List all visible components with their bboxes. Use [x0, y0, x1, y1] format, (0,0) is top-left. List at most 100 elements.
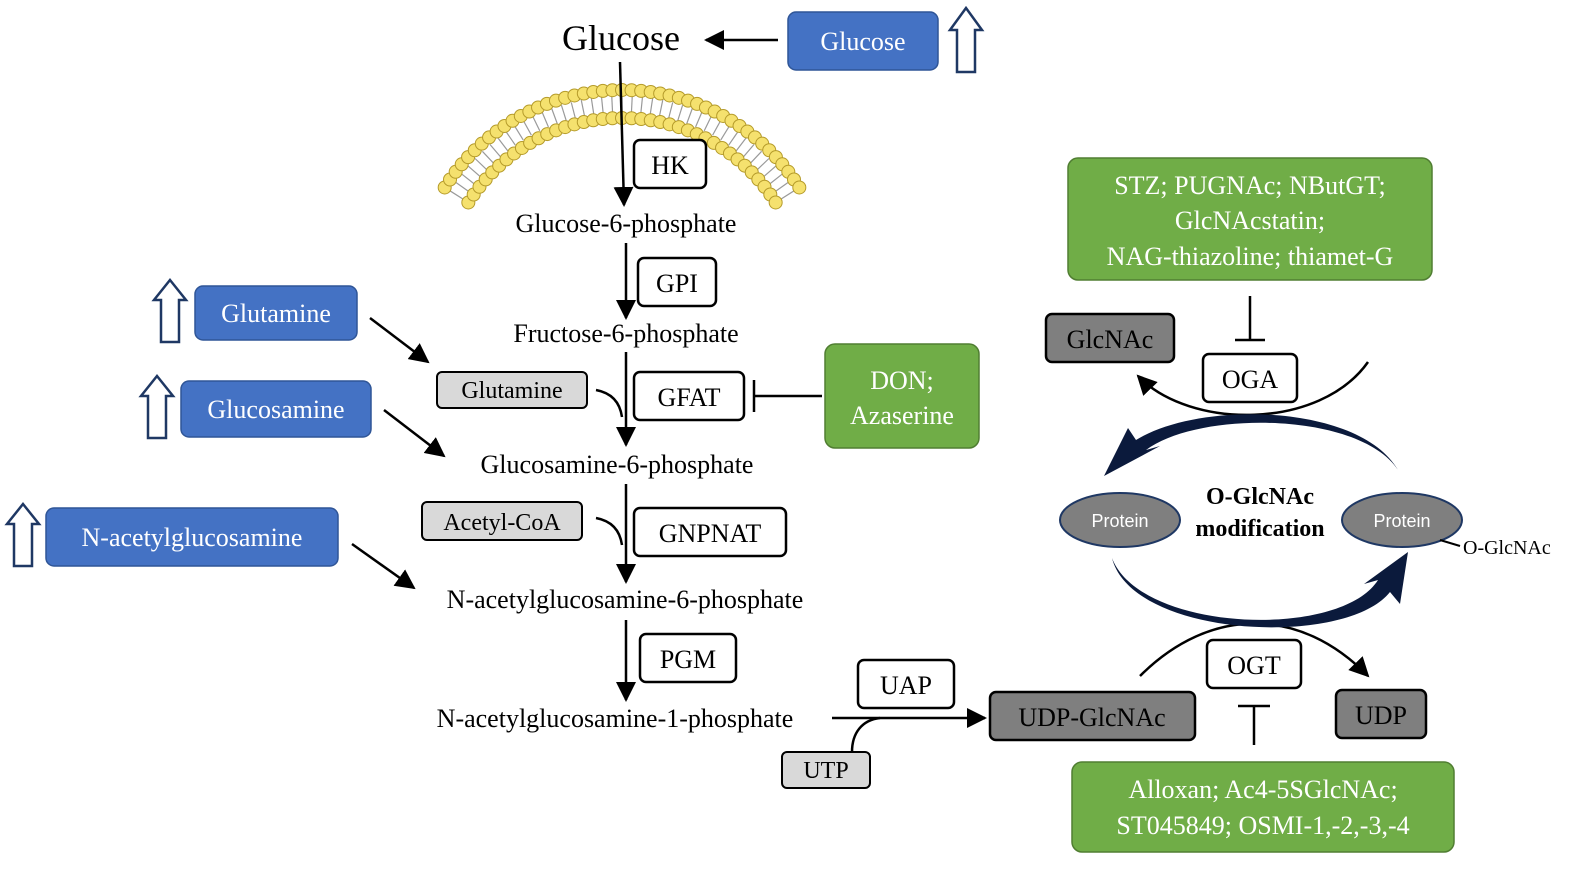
inhibitor-ogt: Alloxan; Ac4-5SGlcNAc; ST045849; OSMI-1,… — [1071, 761, 1455, 853]
enzyme-box — [632, 138, 708, 190]
substrate-glutamine: Glutamine — [436, 371, 588, 409]
substrate-label: Acetyl-CoA — [443, 510, 561, 536]
input-nacetylglucosamine: N-acetylglucosamine — [45, 507, 339, 567]
glutamine-join-curve — [595, 388, 624, 418]
substrate-acetyl-coa: Acetyl-CoA — [421, 501, 583, 541]
lipid-tail — [489, 144, 501, 158]
enzyme-box — [638, 632, 738, 684]
inhibitor-text-line: NAG-thiazoline; thiamet-G — [1107, 242, 1394, 271]
cell-membrane — [437, 83, 807, 210]
substrate-box — [421, 501, 583, 541]
product-box — [1334, 688, 1428, 740]
nag6p-label: N-acetylglucosamine-6-phosphate — [447, 585, 804, 614]
o-glcnac-tag: O-GlcNAc — [1463, 537, 1551, 559]
input-box — [45, 507, 339, 567]
lipid-tail — [640, 96, 644, 114]
enzyme-box — [632, 370, 746, 422]
input-label: N-acetylglucosamine — [82, 523, 303, 552]
inhibitor-text-line: DON; — [870, 366, 934, 395]
inhibitor-boxes: DON; Azaserine STZ; PUGNAc; NButGT; GlcN… — [824, 157, 1455, 853]
lipid-tail — [474, 158, 487, 171]
arrow-glutamine-input — [369, 317, 430, 364]
input-glucose: Glucose — [787, 11, 939, 71]
utp-join-curve — [850, 716, 881, 753]
lipid-tail — [505, 131, 516, 146]
input-label: Glutamine — [221, 299, 331, 328]
lipid-tail — [467, 165, 481, 178]
input-glutamine: Glutamine — [194, 285, 358, 341]
cycle-title-line1: O-GlcNAc — [1206, 484, 1314, 510]
product-box — [1044, 312, 1176, 364]
lipid-tail — [560, 105, 567, 121]
enzyme-label: UAP — [880, 671, 932, 700]
product-udp-glcnac: UDP-GlcNAc — [988, 690, 1197, 742]
lipid-tail — [750, 150, 763, 164]
enzyme-label: PGM — [660, 645, 716, 674]
metabolite-labels: Glucose Glucose-6-phosphate Fructose-6-p… — [437, 18, 804, 733]
lipid-tail — [658, 99, 664, 116]
f6p-label: Fructose-6-phosphate — [513, 319, 738, 348]
lipid-tail — [763, 165, 777, 178]
up-arrows — [4, 5, 985, 568]
product-label: GlcNAc — [1067, 325, 1154, 354]
lipid-head — [768, 195, 783, 210]
up-arrow-icon — [947, 5, 985, 74]
acetylcoa-join-curve — [595, 516, 624, 546]
lipid-tail — [775, 181, 789, 192]
inhibitor-box — [1067, 157, 1433, 281]
lipid-tail — [649, 98, 654, 115]
cycle-title-line2: modification — [1195, 516, 1324, 542]
cycle-arrow-top — [1104, 414, 1398, 476]
substrate-boxes: Glutamine Acetyl-CoA UTP — [421, 371, 871, 789]
cycle-arrow-bottom — [1112, 552, 1408, 628]
lipid-tail — [686, 108, 693, 124]
lipid-tail — [449, 190, 464, 200]
lipid-tail — [769, 173, 783, 185]
protein-right-node — [1341, 492, 1463, 548]
enzyme-label: GPI — [656, 269, 698, 298]
input-boxes: Glucose Glutamine Glucosamine N-acetylgl… — [45, 11, 939, 567]
input-box — [787, 11, 939, 71]
product-udp: UDP — [1334, 688, 1428, 740]
substrate-box — [436, 371, 588, 409]
up-arrow-icon — [138, 373, 176, 440]
input-label: Glucose — [820, 27, 905, 56]
inhibitor-text-line: GlcNAcstatin; — [1175, 206, 1325, 235]
lipid-tail — [712, 120, 721, 136]
inhibitor-box — [1071, 761, 1455, 853]
lipid-tail — [703, 116, 712, 132]
product-label: UDP-GlcNAc — [1018, 703, 1165, 732]
lipid-tail — [481, 150, 494, 164]
product-boxes: UDP-GlcNAc GlcNAc UDP — [988, 312, 1428, 742]
lipid-tail — [600, 96, 604, 114]
lipid-tail — [570, 102, 576, 119]
nag1p-label: N-acetylglucosamine-1-phosphate — [437, 704, 794, 733]
enzyme-hk: HK — [632, 138, 708, 190]
arrow-nacetylglucosamine-input — [351, 542, 416, 590]
protein-left-label: Protein — [1091, 511, 1148, 531]
glcnac-bond-line — [1439, 539, 1461, 547]
inhibitor-gfat: DON; Azaserine — [824, 343, 980, 449]
lipid-tail — [523, 120, 532, 136]
inhibitor-text-line: Alloxan; Ac4-5SGlcNAc; — [1128, 775, 1397, 804]
lipid-tail — [668, 102, 674, 119]
lipid-tail — [695, 112, 703, 128]
enzyme-label: GFAT — [657, 383, 720, 412]
enzyme-gfat: GFAT — [632, 370, 746, 422]
lipid-tail — [590, 98, 595, 115]
lipid-tail — [541, 112, 549, 128]
enzyme-box — [636, 256, 718, 308]
lipid-tail — [551, 108, 558, 124]
glycosylation-cycle: Protein Protein O-GlcNAc O-GlcNAc modifi… — [1059, 484, 1551, 559]
inhibitor-box — [824, 343, 980, 449]
enzyme-uap: UAP — [856, 658, 956, 710]
g6p-label: Glucose-6-phosphate — [516, 209, 737, 238]
lipid-tail — [532, 116, 541, 132]
substrate-label: UTP — [803, 758, 848, 784]
cycle-arrows — [1104, 414, 1408, 628]
input-box — [194, 285, 358, 341]
enzyme-box — [1205, 638, 1303, 690]
enzyme-gpi: GPI — [636, 256, 718, 308]
